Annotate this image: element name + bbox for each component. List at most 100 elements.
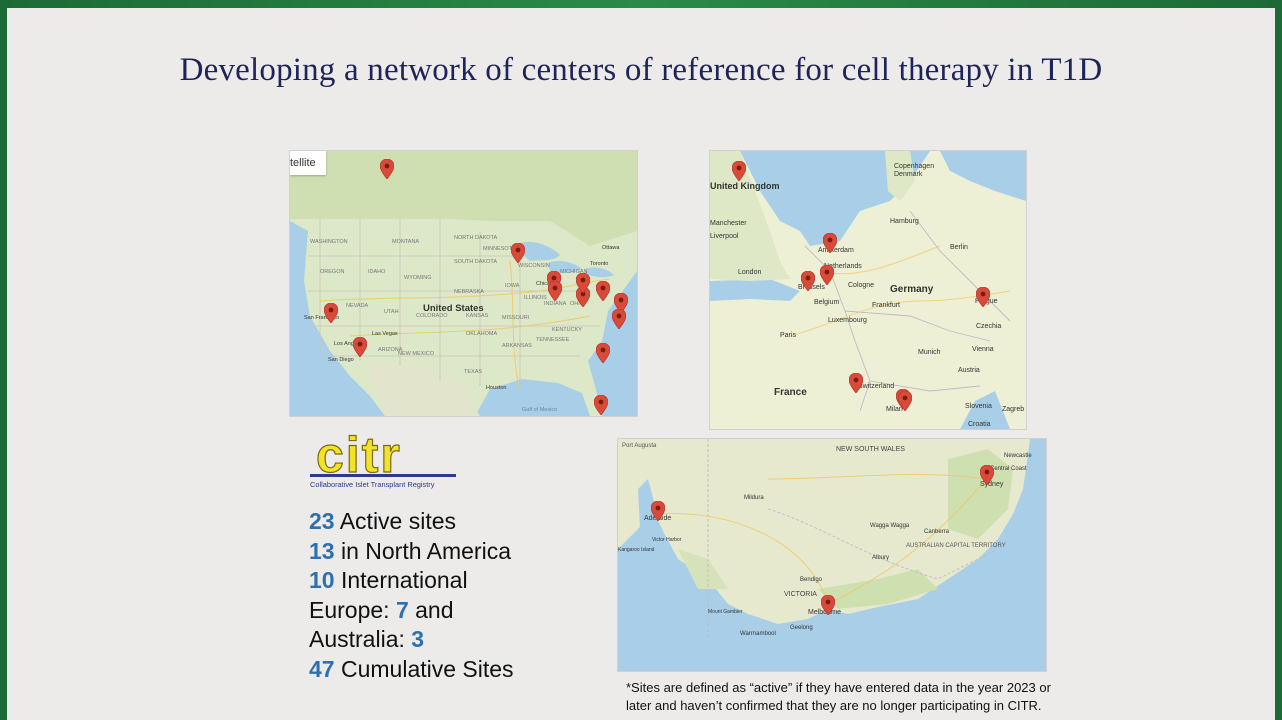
map-pin-icon[interactable]: [821, 595, 835, 615]
map-label: Milan: [886, 406, 903, 413]
map-label: Luxembourg: [828, 317, 867, 324]
stat-cumulative-number: 47: [309, 655, 335, 682]
stat-active: 23 Active sites: [309, 507, 514, 537]
map-label: Bendigo: [800, 577, 823, 583]
map-pin-icon[interactable]: [324, 303, 338, 323]
map-label: WISCONSIN: [518, 263, 550, 269]
map-label: Albury: [872, 555, 890, 561]
map-label: Las Vegas: [372, 331, 398, 337]
map-label: Central Coast: [990, 466, 1027, 472]
stat-europe-label: Europe:: [309, 596, 396, 623]
map-label: Sydney: [980, 481, 1004, 488]
map-pin-icon[interactable]: [651, 501, 665, 521]
map-label: Victor Harbor: [652, 537, 682, 543]
map-pin-icon[interactable]: [614, 293, 628, 313]
map-label: Wagga Wagga: [870, 523, 910, 529]
map-pin-icon[interactable]: [594, 395, 608, 415]
map-label: OHIO: [570, 301, 585, 307]
stat-intl-label: International: [334, 567, 468, 593]
map-label: Hamburg: [890, 218, 919, 225]
map-label: Warrnambool: [740, 631, 776, 637]
map-label: VICTORIA: [784, 591, 817, 598]
map-label: Vienna: [972, 346, 994, 353]
map-pin-icon[interactable]: [511, 243, 525, 263]
map-label: WYOMING: [404, 275, 432, 281]
map-label: INDIANA: [544, 301, 567, 307]
map-label: San Diego: [328, 357, 354, 363]
map-label: SOUTH DAKOTA: [454, 259, 497, 265]
map-label: San Francisco: [304, 315, 340, 321]
map-pin-icon[interactable]: [820, 265, 834, 285]
site-stats: 23 Active sites 13 in North America 10 I…: [309, 507, 514, 684]
map-label: IDAHO: [368, 269, 386, 275]
map-label: MISSOURI: [502, 315, 530, 321]
map-label: OREGON: [320, 269, 345, 275]
stat-europe: Europe: 7 and: [309, 596, 514, 626]
map-pin-icon[interactable]: [612, 309, 626, 329]
map-label: Germany: [890, 284, 934, 295]
map-pin-icon[interactable]: [849, 373, 863, 393]
map-label: KANSAS: [466, 313, 489, 319]
map-label: Port Augusta: [622, 443, 657, 449]
map-label: Austria: [958, 367, 980, 374]
map-label: Munich: [918, 349, 941, 356]
map-pin-icon[interactable]: [596, 281, 610, 301]
map-label: Houston: [486, 385, 507, 391]
map-label: Mildura: [744, 495, 764, 501]
map-label: Brussels: [798, 284, 825, 291]
map-label: Berlin: [950, 244, 968, 251]
footnote-line-2: later and haven’t confirmed that they ar…: [626, 698, 1042, 713]
map-label: NEW MEXICO: [398, 351, 435, 357]
map-label: Los Angeles: [334, 341, 364, 347]
map-pin-icon[interactable]: [801, 271, 815, 291]
map-label: Czechia: [976, 323, 1002, 330]
map-label: Zagreb: [1002, 406, 1025, 413]
map-label: Newcastle: [1004, 453, 1032, 459]
map-label: United Kingdom: [710, 181, 780, 191]
map-label: Slovenia: [965, 403, 992, 410]
stat-europe-number: 7: [395, 596, 409, 623]
map-label: Geelong: [790, 625, 813, 631]
map-label: TENNESSEE: [536, 337, 570, 343]
map-label: MICHIGAN: [560, 269, 588, 275]
map-label: Toronto: [590, 261, 609, 267]
map-label: TEXAS: [464, 369, 483, 375]
stat-australia-number: 3: [411, 626, 425, 652]
map-label: Gulf of Mexico: [522, 407, 558, 413]
map-pin-icon[interactable]: [576, 287, 590, 307]
map-pin-icon[interactable]: [596, 343, 610, 363]
map-label: ILLINOIS: [524, 295, 547, 301]
map-pin-icon[interactable]: [898, 391, 912, 411]
map-pin-icon[interactable]: [980, 465, 994, 485]
satellite-toggle[interactable]: tellite: [290, 151, 326, 175]
citr-logo-subtitle: Collaborative Islet Transplant Registry: [310, 480, 435, 489]
map-pin-icon[interactable]: [823, 233, 837, 253]
map-pin-icon[interactable]: [548, 281, 562, 301]
map-pin-icon[interactable]: [353, 337, 367, 357]
map-pin-icon[interactable]: [976, 287, 990, 307]
map-label: NORTH DAKOTA: [454, 235, 498, 241]
map-label: Paris: [780, 332, 796, 339]
citr-logo: citr Collaborative Islet Transplant Regi…: [308, 426, 458, 490]
map-label: Liverpool: [710, 233, 739, 240]
map-label: ARIZONA: [378, 347, 403, 353]
map-label: London: [738, 269, 762, 276]
map-label: Denmark: [894, 171, 923, 178]
stat-international: 10 International: [309, 566, 514, 596]
footnote-line-1: *Sites are defined as “active” if they h…: [626, 680, 1051, 695]
map-label: UTAH: [384, 309, 399, 315]
map-label: United States: [423, 303, 484, 314]
stat-cumulative: 47 Cumulative Sites: [309, 655, 514, 685]
slide-title: Developing a network of centers of refer…: [179, 52, 1103, 88]
map-pin-icon[interactable]: [732, 161, 746, 181]
map-label: Mount Gambier: [708, 609, 743, 615]
map-label: Belgium: [814, 299, 840, 306]
map-pin-icon[interactable]: [576, 273, 590, 293]
australia-map-image: [618, 439, 1046, 671]
map-pin-icon[interactable]: [380, 159, 394, 179]
map-label: Amsterdam: [818, 247, 854, 254]
stat-europe-after: and: [408, 596, 454, 623]
